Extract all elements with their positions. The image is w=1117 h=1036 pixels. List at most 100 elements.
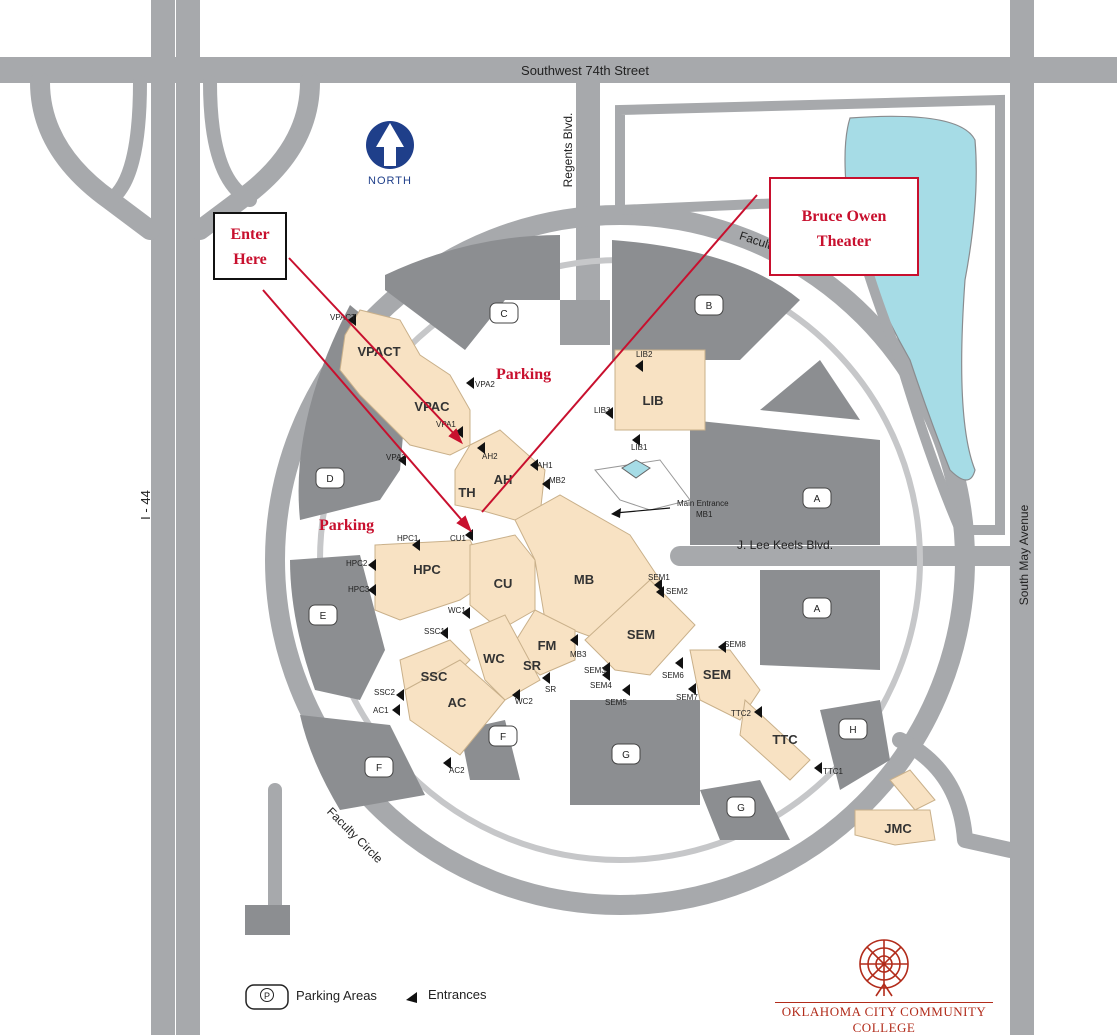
entrance-marker: SEM4 bbox=[590, 669, 612, 690]
svg-text:CU1: CU1 bbox=[450, 534, 467, 543]
svg-text:SEM5: SEM5 bbox=[605, 698, 627, 707]
svg-text:HPC3: HPC3 bbox=[348, 585, 370, 594]
svg-text:SEM1: SEM1 bbox=[648, 573, 670, 582]
svg-text:TTC2: TTC2 bbox=[731, 709, 752, 718]
legend-parking-label: Parking Areas bbox=[296, 988, 377, 1003]
entrance-marker: WC2 bbox=[512, 689, 533, 706]
svg-text:WC2: WC2 bbox=[515, 697, 533, 706]
entrance-marker: TTC2 bbox=[731, 706, 762, 718]
building-label: VPACT bbox=[357, 344, 400, 359]
svg-text:HPC2: HPC2 bbox=[346, 559, 368, 568]
entrance-marker: AC1 bbox=[373, 704, 400, 716]
svg-text:AH1: AH1 bbox=[537, 461, 553, 470]
street-keels: J. Lee Keels Blvd. bbox=[737, 538, 833, 552]
entrance-marker: HPC1 bbox=[397, 534, 420, 551]
svg-text:LIB2: LIB2 bbox=[636, 350, 653, 359]
svg-text:D: D bbox=[326, 474, 333, 485]
building-label: SSC bbox=[421, 669, 448, 684]
building-label: FM bbox=[538, 638, 557, 653]
svg-text:SR: SR bbox=[545, 685, 556, 694]
svg-text:C: C bbox=[500, 309, 507, 320]
entrance-marker: VPACT bbox=[330, 313, 356, 326]
building-labels: VPACT VPAC TH AH HPC CU MB SEM FM SR WC … bbox=[357, 344, 912, 836]
street-may: South May Avenue bbox=[1017, 504, 1031, 605]
parking-marker-g: G bbox=[726, 796, 756, 818]
legend-entrance-label: Entrances bbox=[428, 987, 487, 1002]
svg-text:P: P bbox=[264, 991, 270, 1001]
svg-text:SEM6: SEM6 bbox=[662, 671, 684, 680]
entrance-marker: SEM8 bbox=[718, 640, 746, 653]
north-label: NORTH bbox=[368, 175, 412, 187]
enter-here-callout: Enter Here bbox=[213, 212, 287, 280]
svg-text:VPA2: VPA2 bbox=[475, 380, 495, 389]
street-i44: I - 44 bbox=[138, 490, 153, 520]
street-sw74th: Southwest 74th Street bbox=[521, 63, 649, 78]
svg-text:VPACT: VPACT bbox=[330, 313, 356, 322]
building-label: WC bbox=[483, 651, 505, 666]
svg-text:SSC1: SSC1 bbox=[424, 627, 445, 636]
svg-text:G: G bbox=[622, 750, 630, 761]
svg-text:AH2: AH2 bbox=[482, 452, 498, 461]
building-label: SEM bbox=[627, 627, 655, 642]
svg-text:HPC1: HPC1 bbox=[397, 534, 419, 543]
entrance-marker: VPA3 bbox=[386, 453, 406, 466]
svg-text:SEM2: SEM2 bbox=[666, 587, 688, 596]
svg-text:SSC2: SSC2 bbox=[374, 688, 395, 697]
enter-line-1: Enter bbox=[230, 226, 270, 243]
legend-entrance-icon bbox=[406, 992, 417, 1003]
parking-marker-h: H bbox=[838, 718, 868, 740]
building-label: TTC bbox=[772, 732, 798, 747]
parking-marker-f: F bbox=[364, 756, 394, 778]
svg-text:F: F bbox=[500, 732, 506, 743]
parking-lots bbox=[245, 235, 890, 935]
parking-marker-b: B bbox=[694, 294, 724, 316]
svg-text:B: B bbox=[706, 301, 713, 312]
parking-marker-a: A bbox=[802, 597, 832, 619]
theater-line-1: Bruce Owen bbox=[801, 208, 887, 225]
parking-marker-a: A bbox=[802, 487, 832, 509]
svg-text:Main Entrance: Main Entrance bbox=[677, 499, 729, 508]
main-courtyard bbox=[594, 459, 691, 511]
building-label: SR bbox=[523, 658, 542, 673]
svg-text:TTC1: TTC1 bbox=[823, 767, 844, 776]
svg-text:MB3: MB3 bbox=[570, 650, 587, 659]
svg-text:MB2: MB2 bbox=[549, 476, 566, 485]
street-regents: Regents Blvd. bbox=[561, 113, 575, 188]
entrance-marker: SEM2 bbox=[656, 586, 688, 598]
entrance-marker: MB3 bbox=[570, 634, 587, 659]
entrance-marker: SEM7 bbox=[676, 683, 698, 702]
bruce-owen-theater-callout: Bruce Owen Theater bbox=[769, 177, 919, 276]
entrance-marker: MB2 bbox=[542, 476, 566, 490]
building-label: JMC bbox=[884, 821, 912, 836]
svg-text:AC2: AC2 bbox=[449, 766, 465, 775]
building-label: VPAC bbox=[414, 399, 450, 414]
entrance-marker: AH2 bbox=[477, 442, 498, 461]
svg-text:SEM3: SEM3 bbox=[584, 666, 606, 675]
parking-annotation-west: Parking bbox=[319, 517, 374, 534]
north-compass: NORTH bbox=[366, 121, 414, 187]
parking-markers: C B D E F F G G A A H bbox=[308, 294, 868, 818]
svg-text:A: A bbox=[814, 604, 821, 615]
entrance-marker: AC2 bbox=[443, 757, 465, 775]
building-label: CU bbox=[494, 576, 513, 591]
entrance-marker: VPA2 bbox=[466, 377, 495, 389]
parking-marker-f: F bbox=[488, 725, 518, 747]
entrance-marker: HPC3 bbox=[348, 584, 376, 596]
entrance-marker: CU1 bbox=[450, 529, 473, 543]
entrance-marker: SSC2 bbox=[374, 688, 404, 701]
building-label: TH bbox=[458, 485, 475, 500]
parking-marker-g: G bbox=[611, 743, 641, 765]
building-label: AC bbox=[448, 695, 467, 710]
entrance-marker: SSC1 bbox=[424, 627, 448, 639]
building-label: HPC bbox=[413, 562, 441, 577]
lake bbox=[844, 115, 977, 481]
legend-parking-symbol: P bbox=[245, 984, 289, 1010]
building-label: SEM bbox=[703, 667, 731, 682]
college-logo-icon bbox=[859, 939, 909, 997]
parking-annotation-north: Parking bbox=[496, 366, 551, 383]
svg-text:SEM8: SEM8 bbox=[724, 640, 746, 649]
theater-line-2: Theater bbox=[816, 233, 872, 250]
svg-text:LIB1: LIB1 bbox=[631, 443, 648, 452]
entrance-marker: TTC1 bbox=[814, 762, 844, 776]
parking-marker-c: C bbox=[489, 302, 519, 324]
